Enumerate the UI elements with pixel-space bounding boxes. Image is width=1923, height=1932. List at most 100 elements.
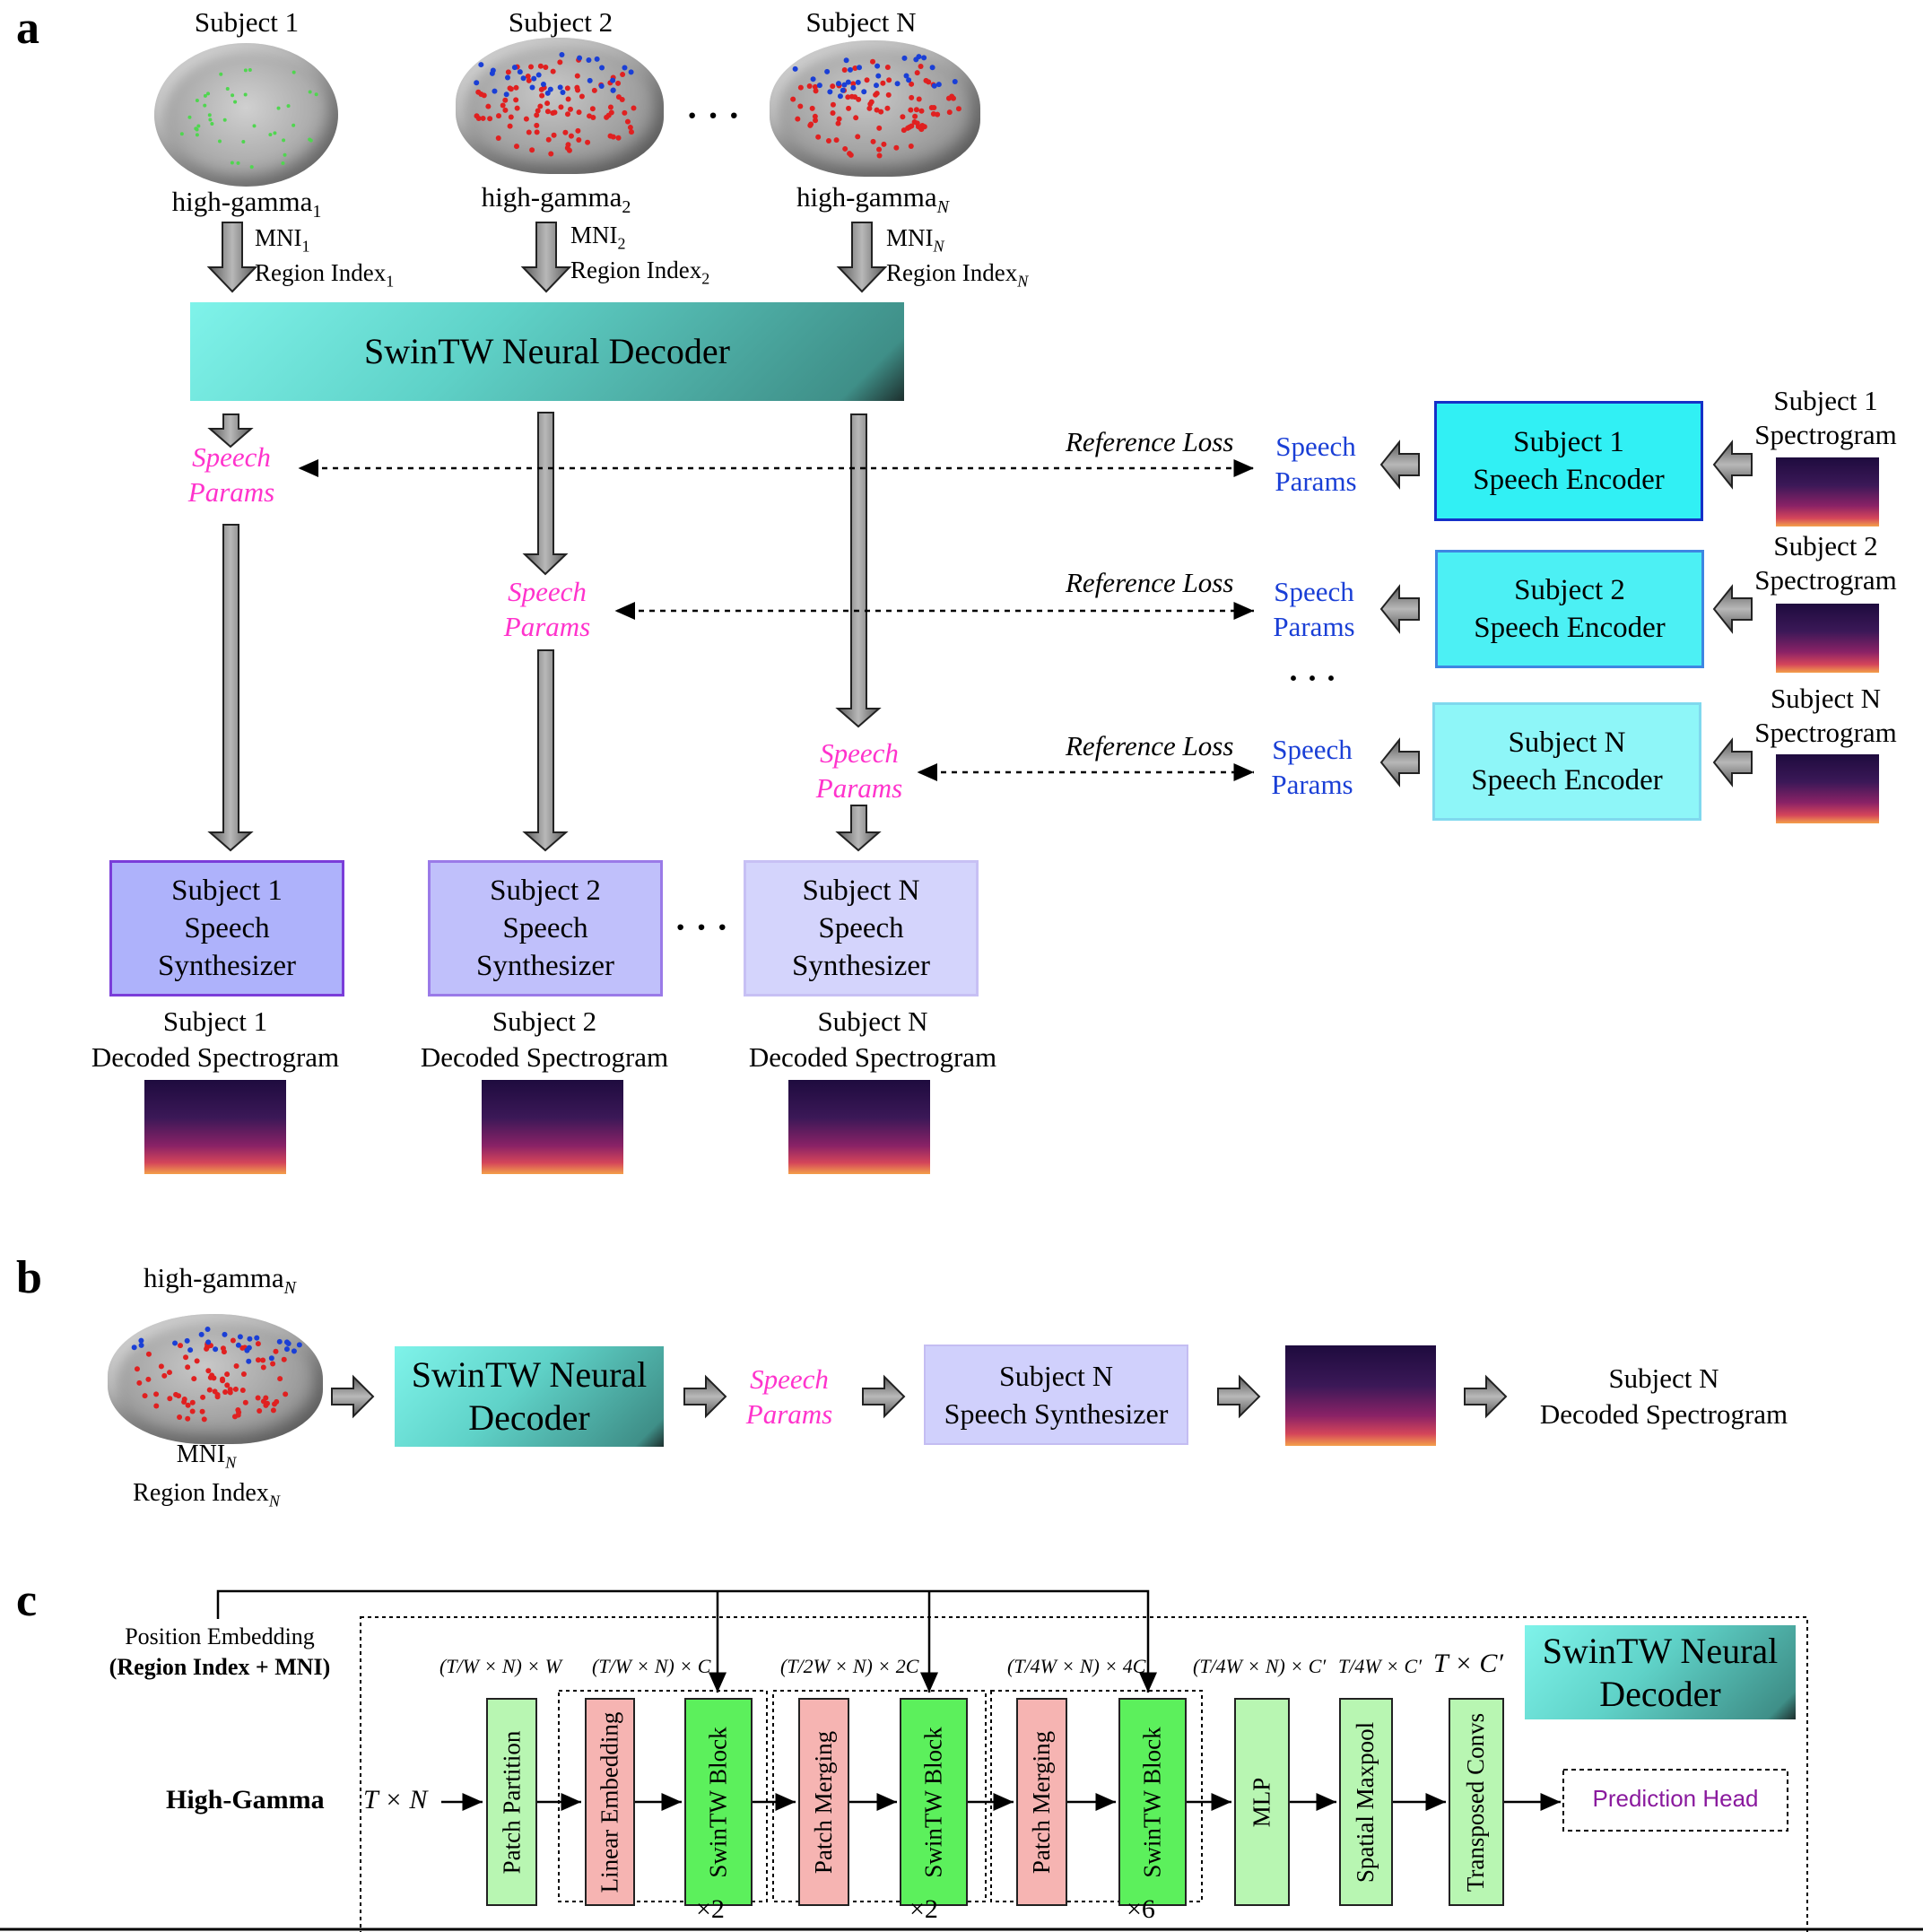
encoder-speech-params-1-l1: Speech (1275, 431, 1356, 462)
subject-n-title: Subject N (805, 6, 917, 38)
electrode-dot (564, 111, 570, 117)
electrode-dot (855, 79, 861, 85)
electrode-dot (586, 57, 592, 63)
electrode-dot (255, 1395, 261, 1401)
b-arrow-2 (683, 1374, 727, 1419)
electrode-dot (951, 95, 957, 101)
electrode-dot (622, 65, 628, 71)
electrode-dot (520, 75, 526, 82)
electrode-dot (806, 83, 813, 89)
electrode-dot (874, 83, 880, 89)
encoder-2-l2: Speech Encoder (1474, 612, 1666, 644)
subject-1-spectrogram-image (1776, 457, 1879, 527)
electrode-dot (214, 1394, 221, 1400)
electrode-dot (131, 1345, 137, 1351)
electrode-dot (273, 131, 277, 135)
electrode-dot (283, 1346, 290, 1353)
synth-n-l3: Synthesizer (792, 950, 930, 982)
electrode-dot (878, 109, 884, 115)
electrode-dot (240, 1371, 247, 1378)
electrode-dot (540, 82, 546, 88)
electrode-dot (906, 77, 912, 83)
down-arrow-subject-1 (206, 222, 258, 293)
c-repeat-2: ×2 (909, 1894, 938, 1924)
subject-1-mni-sub: 1 (301, 237, 310, 256)
subject-1-brain-image (154, 43, 338, 187)
electrode-dot (270, 1407, 276, 1414)
electrode-dot (909, 81, 915, 87)
b-decoder-l2: Decoder (468, 1397, 590, 1438)
electrode-dot (283, 152, 287, 157)
electrode-dot (172, 1340, 178, 1346)
electrode-dot (273, 1348, 279, 1354)
electrode-dot (487, 116, 493, 122)
electrode-dot (810, 76, 816, 83)
electrode-dot (213, 1346, 219, 1353)
synth-1-l2: Speech (184, 912, 270, 944)
electrode-dot (191, 1376, 197, 1382)
electrode-dot (277, 1376, 283, 1382)
electrode-dot (876, 152, 883, 159)
subject-2-signal: high-gamma2 (453, 179, 659, 225)
electrode-dot (231, 93, 235, 98)
electrode-dot (577, 55, 583, 61)
electrode-dot (539, 92, 545, 99)
subject-1-title: Subject 1 (194, 6, 300, 38)
subject-1-signal: high-gamma1 (144, 184, 350, 230)
synth-1-l3: Synthesizer (158, 950, 296, 982)
electrode-dot (855, 134, 861, 140)
electrode-dot (201, 1416, 207, 1423)
electrode-dot (281, 1356, 287, 1362)
b-mni-sub: N (225, 1453, 237, 1472)
electrode-dot (225, 87, 230, 91)
electrode-dot (209, 1372, 215, 1379)
electrode-dot (474, 80, 480, 86)
electrode-dot (845, 79, 851, 85)
c-block-4-label: SwinTW Block (919, 1726, 947, 1878)
electrode-dot (544, 90, 551, 96)
subject-n-mni: MNI (886, 224, 934, 251)
decoded-1-l2: Decoded Spectrogram (91, 1041, 340, 1073)
electrode-dot (181, 1396, 187, 1402)
electrode-dot (918, 63, 924, 69)
subject-2-title: Subject 2 (508, 6, 613, 38)
panel-b-label: b (16, 1252, 42, 1303)
speech-params-n-l1: Speech (820, 737, 899, 769)
reference-loss-label-1: Reference Loss (1066, 426, 1234, 457)
electrode-dot (285, 1340, 291, 1346)
decoded-2-l1: Subject 2 (492, 1005, 597, 1037)
b-region: Region Index (133, 1478, 269, 1507)
electrode-dot (576, 137, 582, 144)
electrode-dot (222, 117, 227, 122)
electrode-dots (179, 51, 961, 170)
electrode-dot (807, 122, 814, 128)
electrode-dot (513, 97, 519, 103)
electrode-dot (528, 64, 535, 70)
electrode-dot (185, 1364, 191, 1371)
synth-n-l1: Subject N (802, 875, 920, 907)
synth-2-l1: Subject 2 (490, 875, 601, 907)
electrode-dot (480, 115, 486, 121)
electrode-dot (255, 1341, 261, 1347)
c-dim-0: (T/W × N) × W (439, 1655, 562, 1677)
electrode-dot (631, 105, 637, 111)
synth-ellipsis: · · · (674, 907, 729, 947)
electrode-dot (928, 105, 935, 111)
electrode-dot (204, 1327, 211, 1333)
electrode-dot (850, 84, 857, 91)
electrode-dot (846, 105, 852, 111)
subject-n-signal: high-gammaN (770, 179, 976, 225)
electrode-dot (608, 109, 614, 116)
decoded-1-l1: Subject 1 (162, 1005, 268, 1037)
electrode-dot (200, 1394, 206, 1400)
electrode-dot (205, 1339, 212, 1345)
subject-1-mni-region: MNI1 Region Index1 (255, 224, 394, 295)
electrode-dot (885, 91, 892, 98)
electrode-dot (196, 124, 201, 128)
